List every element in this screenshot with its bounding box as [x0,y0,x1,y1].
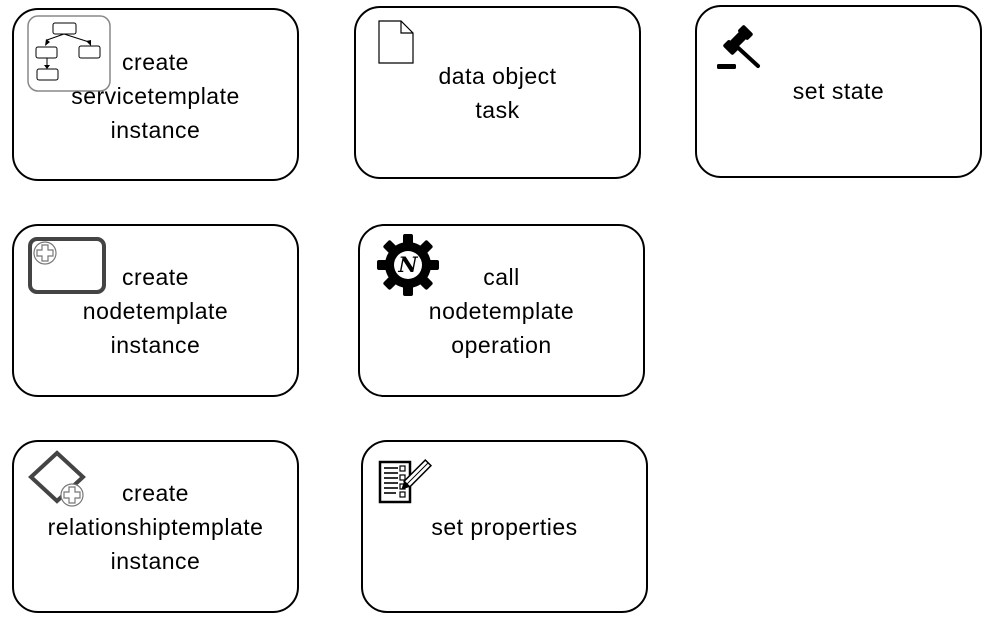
task-label-line: instance [110,116,201,143]
task-set-properties[interactable]: set properties [361,440,648,613]
task-create-relationshiptemplate-instance[interactable]: create relationshiptemplate instance [12,440,299,613]
task-create-servicetemplate-instance[interactable]: create servicetemplate instance [12,8,299,181]
task-label: create servicetemplate instance [14,10,297,179]
task-data-object[interactable]: data object task [354,6,641,179]
task-label-line: create [122,263,189,290]
task-label: create relationshiptemplate instance [14,442,297,611]
task-label-line: nodetemplate [82,297,229,324]
task-label-line: set properties [431,513,578,540]
task-label: set state [697,5,980,176]
task-label: call nodetemplate operation [360,226,643,395]
task-create-nodetemplate-instance[interactable]: create nodetemplate instance [12,224,299,397]
task-label-line: instance [110,331,201,358]
task-label-line: set state [792,77,885,104]
task-label-line: data object [438,62,557,89]
service-template-diagram-icon [27,15,111,93]
task-set-state[interactable]: set state [695,5,982,178]
task-label-line: relationshiptemplate [47,513,264,540]
task-label: set properties [363,442,646,611]
task-label-line: create [122,48,189,75]
task-label-line: operation [451,331,552,358]
subprocess-plus-icon [28,237,106,295]
gavel-icon [714,24,760,70]
checklist-pencil-icon [378,458,433,505]
task-call-nodetemplate-operation[interactable]: N call nodetemplate operation [358,224,645,397]
task-label: data object task [356,8,639,177]
task-label: create nodetemplate instance [14,226,297,395]
gear-n-icon: N [377,234,441,296]
task-label-line: create [122,479,189,506]
task-label-line: instance [110,547,201,574]
task-label-line: nodetemplate [428,297,575,324]
data-object-icon [378,20,414,64]
diamond-plus-icon [28,450,88,511]
gear-letter: N [397,252,418,277]
task-label-line: call [483,263,520,290]
task-label-line: servicetemplate [71,82,240,109]
task-label-line: task [475,96,520,123]
